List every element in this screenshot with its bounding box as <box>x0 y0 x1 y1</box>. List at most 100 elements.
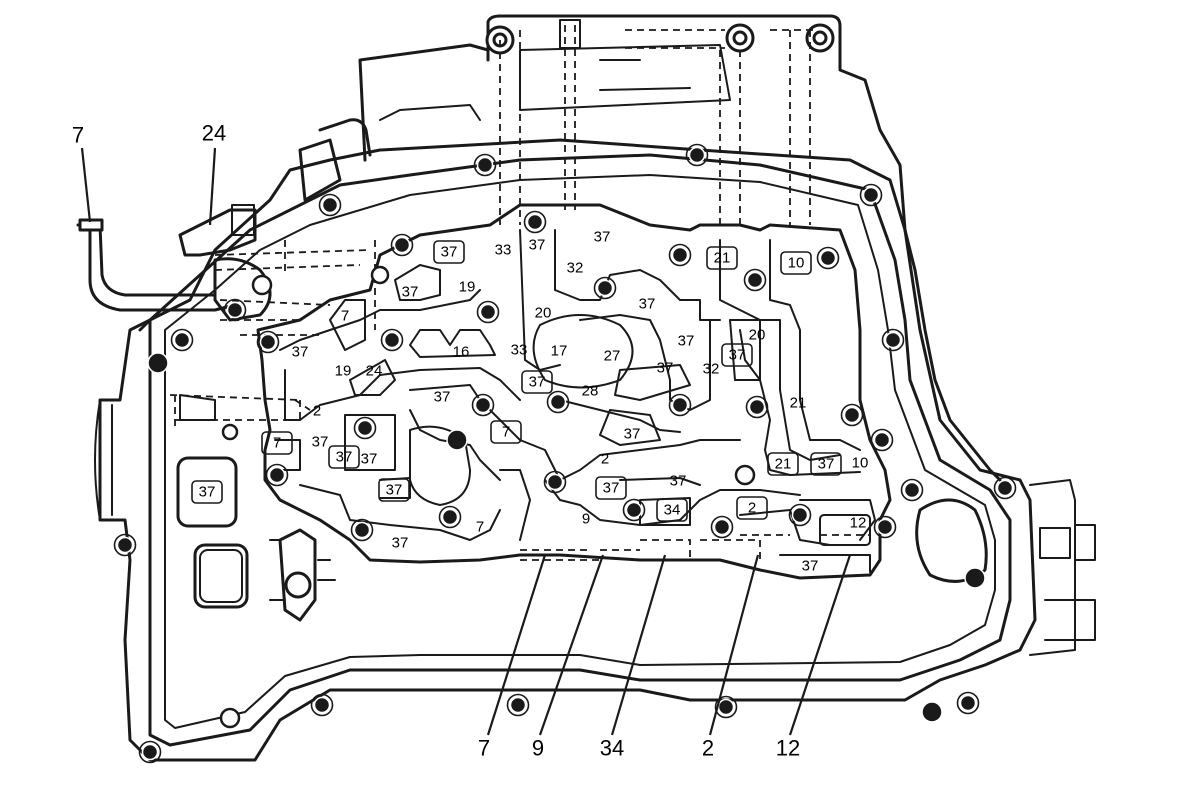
bolt-22 <box>884 331 902 349</box>
passage-label-6: 21 <box>714 250 731 267</box>
bolt-14 <box>596 279 614 297</box>
bolt-43 <box>873 431 891 449</box>
bolt-ring-27 <box>622 498 646 522</box>
callout-12-bottom: 12 <box>776 736 800 761</box>
bolt-ring-37 <box>138 740 162 764</box>
callout-34-bottom: 34 <box>600 736 624 761</box>
passage-label-22: 37 <box>729 347 746 364</box>
passage-label-23: 19 <box>335 363 352 380</box>
bolt-23 <box>356 419 374 437</box>
bolt-ring-8 <box>685 143 709 167</box>
bolt-ring-6 <box>390 233 414 257</box>
passage-label-10: 37 <box>639 296 656 313</box>
bolt-ring-14 <box>593 276 617 300</box>
passage-label-box-29 <box>261 431 293 455</box>
bolt-1 <box>226 301 244 319</box>
passage-label-16: 17 <box>551 343 568 360</box>
bolt-ring-21 <box>840 403 864 427</box>
passage-label-45: 37 <box>392 535 409 552</box>
bolt-37 <box>141 743 159 761</box>
bolt-ring-18 <box>471 393 495 417</box>
passage-label-box-47 <box>490 420 522 444</box>
bolt-ring-29 <box>350 518 374 542</box>
passage-label-20: 37 <box>657 360 674 377</box>
bolt-ring-2 <box>170 328 194 352</box>
bolt-29 <box>353 521 371 539</box>
bolt-41 <box>921 701 943 723</box>
bolt-5 <box>321 196 339 214</box>
bolt-ring-23 <box>353 416 377 440</box>
bolt-4 <box>259 333 277 351</box>
bolt-33 <box>964 567 986 589</box>
bolt-ring-32 <box>873 515 897 539</box>
bolt-16 <box>383 331 401 349</box>
passage-label-box-46 <box>191 480 223 504</box>
bolt-ring-4 <box>256 330 280 354</box>
passage-label-27: 2 <box>313 403 321 420</box>
passage-label-9: 19 <box>459 279 476 296</box>
passage-label-32: 37 <box>361 451 378 468</box>
passage-label-19: 32 <box>703 361 720 378</box>
left-detail-features <box>176 423 336 729</box>
passage-label-box-1 <box>433 240 465 264</box>
passage-label-26: 28 <box>582 383 599 400</box>
passage-label-box-31 <box>328 445 360 469</box>
passage-label-46: 37 <box>199 484 216 501</box>
external-tube-and-bracket <box>76 204 273 421</box>
passage-label-box-7 <box>780 251 812 275</box>
passage-label-21: 20 <box>749 327 766 344</box>
bolt-25 <box>268 466 286 484</box>
bolt-ring-22 <box>881 328 905 352</box>
callouts: 7 24 7 9 34 2 12 <box>72 121 800 761</box>
bolt-12 <box>746 271 764 289</box>
bolt-ring-34 <box>993 476 1017 500</box>
valve-body-gasket <box>138 153 1012 747</box>
passage-label-box-33 <box>767 452 799 476</box>
passage-label-33: 21 <box>775 456 792 473</box>
callout-2-bottom: 2 <box>702 736 714 761</box>
bolt-9 <box>862 186 880 204</box>
bolt-32 <box>876 518 894 536</box>
transmission-case-outline <box>94 138 1096 762</box>
bolt-3 <box>147 352 169 374</box>
bolt-ring-30 <box>710 515 734 539</box>
bolt-ring-5 <box>318 193 342 217</box>
passage-label-13: 37 <box>292 344 309 361</box>
bolt-ring-31 <box>788 503 812 527</box>
bolt-ring-20 <box>745 395 769 419</box>
bolt-42 <box>959 694 977 712</box>
bolt-31 <box>791 506 809 524</box>
bolt-28 <box>441 508 459 526</box>
passage-label-49: 2 <box>601 451 609 468</box>
bolt-ring-42 <box>956 691 980 715</box>
bolt-15 <box>479 303 497 321</box>
callout-9-bottom: 9 <box>532 736 544 761</box>
passage-label-box-39 <box>656 498 688 522</box>
passage-label-box-41 <box>736 496 768 520</box>
bolt-6 <box>393 236 411 254</box>
bolt-38 <box>313 696 331 714</box>
bolt-ring-17 <box>546 390 570 414</box>
passage-label-43: 37 <box>802 558 819 575</box>
bolt-ring-12 <box>743 268 767 292</box>
passage-label-34: 37 <box>818 456 835 473</box>
passage-label-42: 12 <box>850 515 867 532</box>
bolt-ring-1 <box>223 298 247 322</box>
bolt-ring-40 <box>714 695 738 719</box>
passage-label-25: 37 <box>529 374 546 391</box>
passage-label-24: 24 <box>366 363 383 380</box>
passage-label-14: 16 <box>453 344 470 361</box>
passage-label-39: 34 <box>664 502 681 519</box>
passage-label-box-22 <box>721 343 753 367</box>
bolt-13 <box>819 249 837 267</box>
right-detail-features <box>370 265 988 583</box>
bolt-17 <box>549 393 567 411</box>
bolt-21 <box>843 406 861 424</box>
passage-label-50: 7 <box>476 519 484 536</box>
passage-label-35: 10 <box>852 455 869 472</box>
callout-leaders <box>80 147 852 736</box>
bolt-ring-36 <box>113 533 137 557</box>
